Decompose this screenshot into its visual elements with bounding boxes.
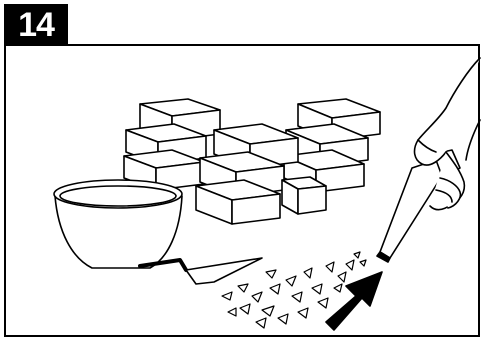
arrow-icon [326, 272, 382, 330]
trowel-icon [140, 258, 262, 284]
mortar-bucket-icon [54, 180, 182, 268]
